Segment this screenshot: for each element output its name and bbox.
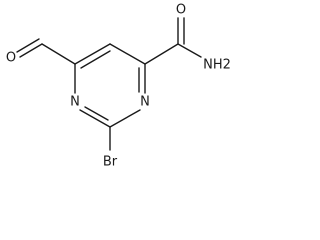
structure-diagram: O O NH2 N N Br (6, 3, 231, 170)
bond-c6-c4 (74, 43, 111, 65)
bond-cho-o-double (16, 38, 40, 53)
amide-nitrogen-label: NH2 (203, 58, 231, 73)
bond-c6-cho (41, 43, 76, 65)
bromine-group: Br (103, 126, 118, 170)
bond-c2-n1 (79, 109, 111, 128)
bond-c2-n1-double (84, 106, 109, 121)
bond-c6-c4-double (80, 50, 111, 69)
ring-nitrogen-right-label: N (140, 95, 150, 110)
bond-amide-n (177, 43, 202, 58)
ring-nitrogen-left-label: N (70, 95, 80, 110)
amide-group: O NH2 (144, 3, 231, 73)
amide-oxygen-label: O (176, 3, 186, 18)
bond-c5-amide (144, 43, 179, 65)
aldehyde-group: O (6, 38, 76, 66)
bromine-label: Br (103, 155, 118, 170)
bond-cho-o (19, 43, 43, 58)
pyrimidine-ring (74, 43, 146, 128)
bond-n3-c2 (109, 109, 141, 128)
bond-c4-c5 (109, 43, 146, 65)
aldehyde-oxygen-label: O (6, 51, 16, 66)
